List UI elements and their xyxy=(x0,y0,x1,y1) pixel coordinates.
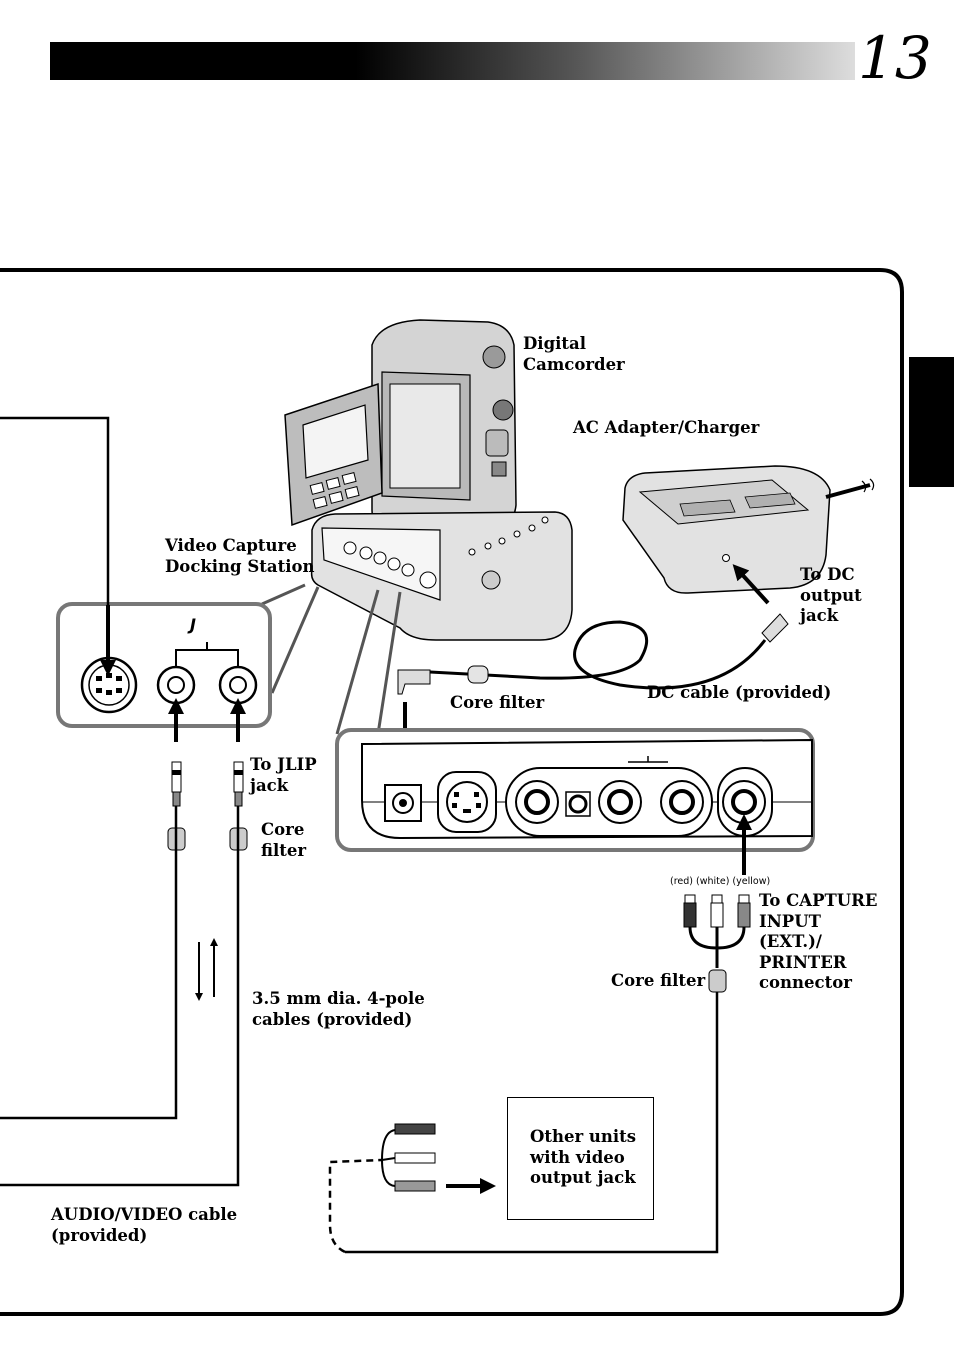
header-bar xyxy=(50,42,855,80)
label-core-filter-av: Core filter xyxy=(611,971,706,990)
label-to-capture-input: To CAPTURE INPUT (EXT.)/ PRINTER connect… xyxy=(759,891,878,992)
label-digital-camcorder: Digital Camcorder xyxy=(523,334,625,374)
label-core-filter-jlip: Core filter xyxy=(261,820,307,860)
jlip-plugs xyxy=(167,761,248,851)
label-docking-station: Video Capture Docking Station xyxy=(165,536,315,576)
label-plug-colors: (red) (white) (yellow) xyxy=(670,876,771,887)
other-units-box xyxy=(507,1097,654,1220)
side-tab xyxy=(909,357,954,487)
ac-adapter-icon xyxy=(622,465,875,594)
jlip-icon: J xyxy=(187,615,196,634)
label-dc-cable: DC cable (provided) xyxy=(647,683,832,702)
outer-frame xyxy=(0,268,904,1316)
label-ac-adapter: AC Adapter/Charger xyxy=(573,418,760,437)
docking-station-icon xyxy=(310,511,573,641)
label-av-cable: AUDIO/VIDEO cable (provided) xyxy=(51,1205,238,1245)
label-to-jlip-jack: To JLIP jack xyxy=(250,755,317,795)
label-other-units: Other units with video output jack xyxy=(530,1127,637,1187)
label-core-filter-dc: Core filter xyxy=(450,693,545,712)
page-number: 13 xyxy=(858,24,932,92)
camcorder-icon xyxy=(284,319,517,529)
av-plugs xyxy=(683,894,751,993)
label-pole-cables: 3.5 mm dia. 4-pole cables (provided) xyxy=(252,989,425,1029)
label-to-dc-output-jack: To DC output jack xyxy=(800,565,862,625)
